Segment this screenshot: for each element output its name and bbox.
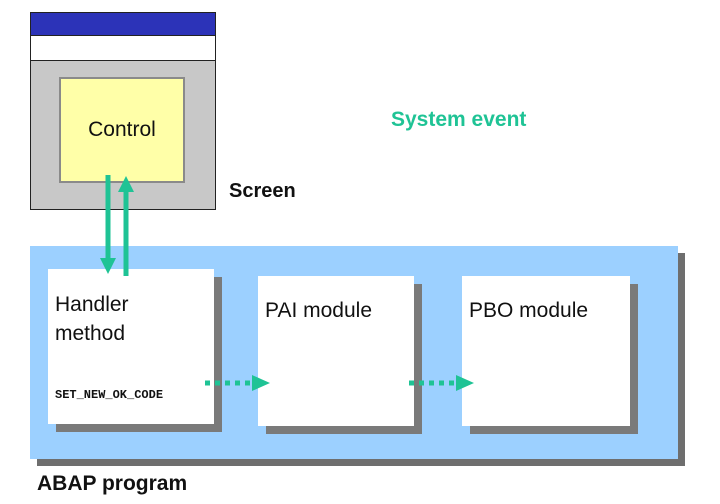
arrow-down-to-handler [100,175,116,274]
system-event-label: System event [391,108,527,131]
handler-method-box: Handler method SET_NEW_OK_CODE [48,269,214,424]
arrow-up-to-control [118,176,134,276]
window-title-bar [31,13,215,36]
pbo-module-box: PBO module [462,276,630,426]
screen-window: Control [30,12,216,210]
screen-label: Screen [229,180,296,202]
control-box: Control [59,77,185,183]
handler-title-line1: Handler [55,293,129,316]
handler-title-line2: method [55,322,126,345]
handler-code: SET_NEW_OK_CODE [55,388,164,402]
pai-module-box: PAI module [258,276,414,426]
pai-title: PAI module [265,299,372,322]
control-label: Control [88,118,156,141]
handler-title: Handler method [55,290,129,348]
window-menu-bar [31,36,215,61]
dotted-arrow-handler-to-pai [205,375,270,391]
pbo-title: PBO module [469,299,589,322]
abap-program-label: ABAP program [37,472,188,495]
dotted-arrow-pai-to-pbo [409,375,474,391]
